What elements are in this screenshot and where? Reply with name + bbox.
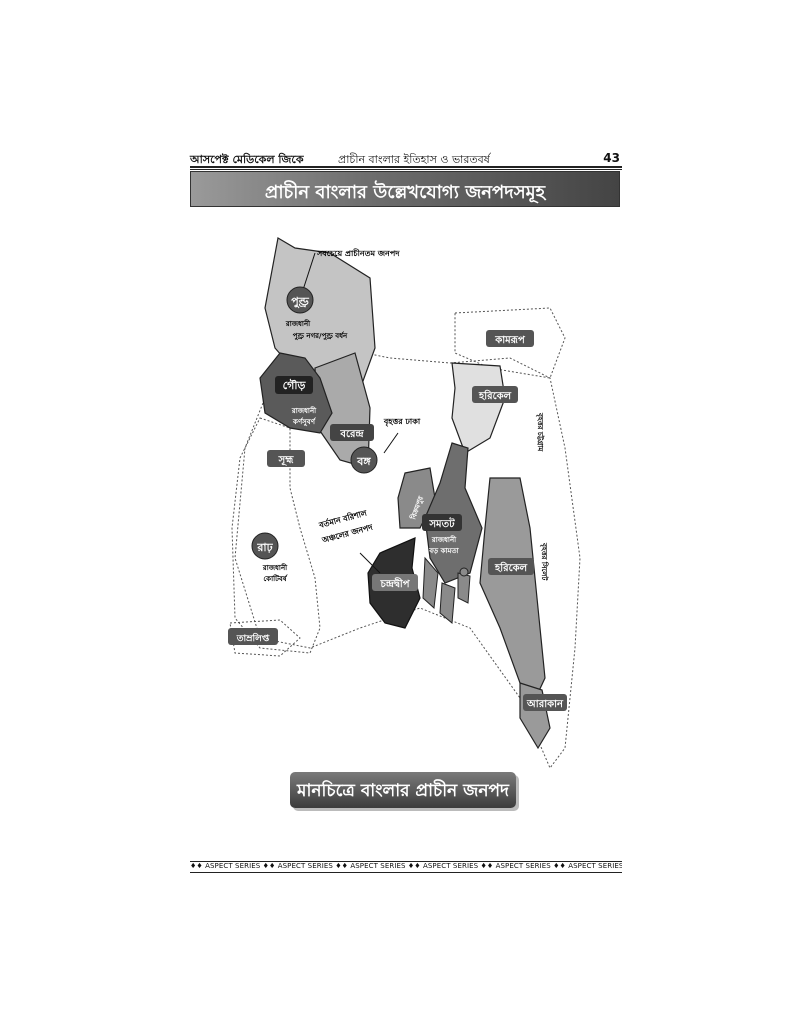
label-harikel-south: হরিকেল <box>494 561 528 574</box>
label-chandradwip: চন্দ্রদ্বীপ <box>379 576 410 590</box>
samatata-badge <box>422 514 462 531</box>
label-pundra-capital-label: রাজধানী <box>285 318 311 328</box>
label-kamrup: কামরূপ <box>494 335 526 346</box>
label-rarh-capital-label: রাজধানী <box>262 562 288 572</box>
harikel-north-region <box>451 362 506 454</box>
label-pundra: পুণ্ড্র <box>291 295 309 309</box>
kamrup-badge <box>486 330 534 347</box>
label-gaur: গৌড় <box>283 378 307 392</box>
vikrampur-region <box>397 467 436 529</box>
page-title: প্রাচীন বাংলার উল্লেখযোগ্য জনপদসমূহ <box>264 182 546 203</box>
harikel-south-badge <box>488 558 534 575</box>
varendra-badge <box>330 424 374 441</box>
book-title: আসপেক্ট মেডিকেল জিকে <box>190 153 304 166</box>
arakan-badge <box>523 694 567 711</box>
gaur-badge <box>275 376 313 394</box>
series-footer: ♦♦ ASPECT SERIES ♦♦ ASPECT SERIES ♦♦ ASP… <box>190 862 622 870</box>
island-2 <box>439 582 456 624</box>
pundra-badge <box>286 286 314 314</box>
label-rarh: রাঢ় <box>256 541 273 554</box>
island-1 <box>422 556 439 610</box>
label-gaur-capital-label: রাজধানী <box>291 405 317 415</box>
header-divider <box>190 166 622 170</box>
label-brihattor-sylhet: বৃহত্তর সিলেট <box>539 542 550 582</box>
arrow-dhaka <box>383 432 399 454</box>
page-title-banner: প্রাচীন বাংলার উল্লেখযোগ্য জনপদসমূহ <box>190 171 620 207</box>
label-oldest: সবচেয়ে প্রাচীনতম জনপদ <box>316 247 400 258</box>
page-number: 43 <box>603 151 620 165</box>
arakan-region <box>519 682 551 750</box>
label-varendra: বরেন্দ্র <box>339 429 364 440</box>
island-4 <box>459 567 469 577</box>
label-pundra-capital: পুণ্ড্র নগর/পুণ্ড্র বর্ধন <box>293 331 348 341</box>
harikel-north-badge <box>472 386 518 403</box>
harikel-south-region <box>479 477 546 694</box>
arrow-barishal <box>359 552 381 574</box>
label-tamralipta: তাম্রলিপ্ত <box>236 632 270 644</box>
label-rarh-capital: কোটিবর্ষ <box>263 573 287 583</box>
map-caption: মানচিত্রে বাংলার প্রাচীন জনপদ <box>297 781 509 801</box>
ancient-bengal-map: সবচেয়ে প্রাচীনতম জনপদ পুণ্ড্র রাজধানী প… <box>228 237 581 769</box>
chandradwip-badge <box>372 574 418 591</box>
bengal-outline <box>234 347 581 769</box>
footer-divider-bottom <box>190 872 622 873</box>
rarh-region <box>231 417 321 654</box>
arrow-oldest <box>301 252 316 294</box>
chapter-title: প্রাচীন বাংলার ইতিহাস ও ভারতবর্ষ <box>338 153 490 166</box>
tamralipta-region <box>229 619 301 657</box>
label-banga: বঙ্গ <box>356 455 371 468</box>
label-suhma: সূহ্ম <box>278 455 295 467</box>
footer-divider-top <box>190 861 622 862</box>
samatata-region <box>424 442 483 584</box>
map-caption-banner: মানচিত্রে বাংলার প্রাচীন জনপদ <box>290 772 516 808</box>
label-samatata: সমতট <box>428 516 455 530</box>
tamralipta-badge <box>228 628 278 645</box>
label-arakan: আরাকান <box>526 699 564 710</box>
label-harikel-north: হরিকেল <box>478 389 512 402</box>
label-samatata-capital: বড় কামতা <box>428 547 459 555</box>
suhma-badge <box>267 450 305 467</box>
island-3 <box>457 572 471 604</box>
rarh-badge <box>251 532 279 560</box>
label-samatata-capital-label: রাজধানী <box>431 534 457 544</box>
label-gaur-capital: কর্ণসুবর্ণ <box>292 417 316 427</box>
banga-badge <box>350 446 378 474</box>
running-head: আসপেক্ট মেডিকেল জিকে প্রাচীন বাংলার ইতিহ… <box>190 151 622 167</box>
label-brihattor-chattogram: বৃহত্তর চট্টগ্রাম <box>535 412 545 452</box>
label-brihattor-dhaka: বৃহত্তর ঢাকা <box>383 417 421 427</box>
